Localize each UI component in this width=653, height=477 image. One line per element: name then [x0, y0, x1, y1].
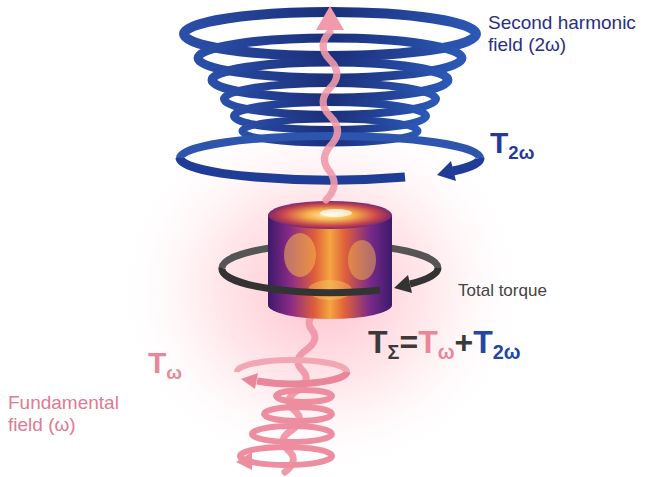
total-torque-arrowhead	[394, 275, 412, 293]
symbol-letter: T	[148, 346, 166, 379]
torque-symbol: Tω	[148, 346, 182, 383]
symbol-letter: T	[368, 324, 388, 360]
total-torque-ring-front	[410, 268, 438, 284]
torque-equation: TΣ=Tω+T2ω	[368, 324, 520, 364]
symbol-letter: T	[418, 324, 438, 360]
cylinder-body	[268, 215, 392, 319]
total-torque-ring-front	[222, 268, 380, 293]
torque-arrowhead	[241, 373, 258, 389]
symbol-subscript: Σ	[388, 341, 400, 363]
hotspot	[284, 233, 316, 277]
harmonic-torque-ring-front	[180, 158, 405, 180]
fundamental-ribbon	[323, 32, 338, 200]
operator: +	[454, 324, 473, 360]
field-label: Fundamental field (ω)	[8, 392, 132, 436]
torque-ring-front	[257, 372, 347, 384]
fundamental-spiral	[240, 390, 332, 465]
torque-symbol: T2ω	[490, 126, 534, 163]
symbol-subscript: 2ω	[508, 142, 534, 163]
harmonic-torque-arrowhead	[437, 161, 456, 181]
hotspot	[320, 209, 352, 217]
symbol-subscript: ω	[166, 362, 182, 383]
harmonic-torque-ring-front	[453, 158, 480, 171]
torque-label: Total torque	[458, 281, 547, 301]
field-label: Second harmonic field (2ω)	[488, 12, 646, 56]
symbol-letter: T	[490, 126, 508, 159]
symbol-subscript: 2ω	[493, 341, 521, 363]
cylinder-top	[268, 201, 392, 229]
symbol-subscript: ω	[438, 341, 455, 363]
operator: =	[399, 324, 418, 360]
hotspot	[348, 240, 376, 280]
torque-ring-back	[237, 360, 347, 372]
fundamental-arrowhead	[316, 6, 344, 30]
symbol-letter: T	[473, 324, 493, 360]
fundamental-arrowhead	[236, 452, 252, 470]
